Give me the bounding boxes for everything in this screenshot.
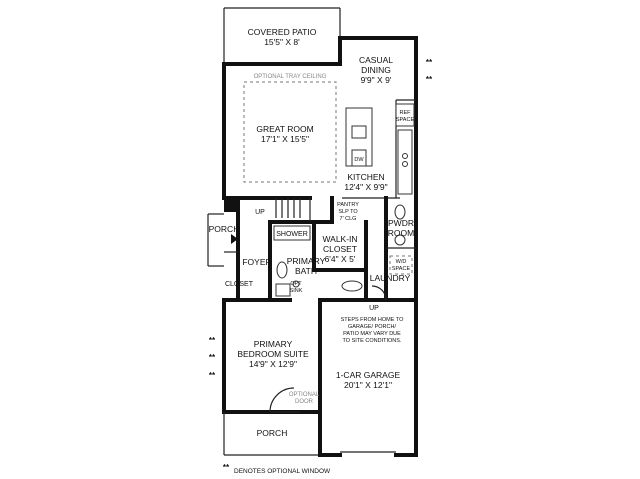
optional-window-markers: ** ** ** ** ** [209, 58, 433, 380]
window-marker: ** [209, 353, 216, 362]
primary-bath-l2: BATH [295, 266, 317, 276]
walk-in-l2: CLOSET [323, 244, 357, 254]
pwdr-l2: ROOM [388, 228, 414, 238]
tray-ceiling-label: OPTIONAL TRAY CEILING [254, 74, 327, 80]
steps-note-3: PATIO MAY VARY DUE [343, 331, 401, 337]
laundry-label: LAUNDRY [370, 273, 411, 283]
legend-marker: ** [223, 463, 230, 472]
fixtures [231, 103, 415, 413]
bedroom-dim: 14'9" X 12'9" [249, 359, 297, 369]
covered-patio-dim: 15'5" X 8' [264, 37, 300, 47]
steps-note-2: GARAGE/ PORCH/ [348, 324, 396, 330]
great-room-dim: 17'1" X 15'5" [261, 134, 309, 144]
casual-dining-dim: 9'9" X 9' [361, 75, 392, 85]
window-marker: ** [426, 58, 433, 67]
ref-space-2: SPACE [396, 117, 415, 123]
walk-in-l1: WALK-IN [322, 234, 357, 244]
garage-dim: 20'1" X 12'1" [344, 380, 392, 390]
opt-sink-2: SINK [290, 288, 303, 294]
optional-door-1: OPTIONAL [289, 392, 320, 398]
optional-door-2: DOOR [295, 399, 314, 405]
closet-label: CLOSET [225, 281, 254, 288]
up-garage-label: UP [369, 305, 379, 312]
wd-space-2: SPACE [392, 266, 411, 272]
wd-space-1: W/D [396, 259, 407, 265]
garage-name: 1-CAR GARAGE [336, 370, 401, 380]
bedroom-l2: BEDROOM SUITE [237, 349, 309, 359]
steps-note-4: TO SITE CONDITIONS. [343, 338, 402, 344]
walk-in-dim: 6'4" X 5' [325, 254, 356, 264]
legend: ** DENOTES OPTIONAL WINDOW [223, 463, 331, 475]
kitchen-name: KITCHEN [347, 172, 384, 182]
window-marker: ** [209, 336, 216, 345]
window-marker: ** [426, 75, 433, 84]
legend-text: DENOTES OPTIONAL WINDOW [234, 468, 331, 475]
primary-bath-l1: PRIMARY [287, 256, 326, 266]
foyer-label: FOYER [242, 257, 271, 267]
side-porch-name: PORCH [209, 224, 240, 234]
up-stair-label: UP [255, 209, 265, 216]
covered-patio-name: COVERED PATIO [248, 27, 317, 37]
ref-space-1: REF [400, 110, 412, 116]
casual-dining-name1: CASUAL [359, 55, 393, 65]
pantry-l3: 7' CLG [340, 216, 357, 222]
bedroom-l1: PRIMARY [254, 339, 293, 349]
front-porch-name: PORCH [257, 428, 288, 438]
casual-dining-name2: DINING [361, 65, 391, 75]
room-labels: COVERED PATIO 15'5" X 8' CASUAL DINING 9… [209, 27, 415, 438]
window-marker: ** [209, 371, 216, 380]
opt-sink-1: OPT [290, 281, 302, 287]
steps-note-1: STEPS FROM HOME TO [341, 317, 404, 323]
shower-label: SHOWER [276, 231, 308, 238]
pantry-l1: PANTRY [337, 202, 359, 208]
great-room-name: GREAT ROOM [256, 124, 313, 134]
pwdr-l1: PWDR [388, 218, 414, 228]
stairs [275, 198, 301, 218]
dw-label: DW [354, 157, 364, 163]
pantry-l2: SLP TO [338, 209, 358, 215]
kitchen-dim: 12'4" X 9'9" [344, 182, 387, 192]
